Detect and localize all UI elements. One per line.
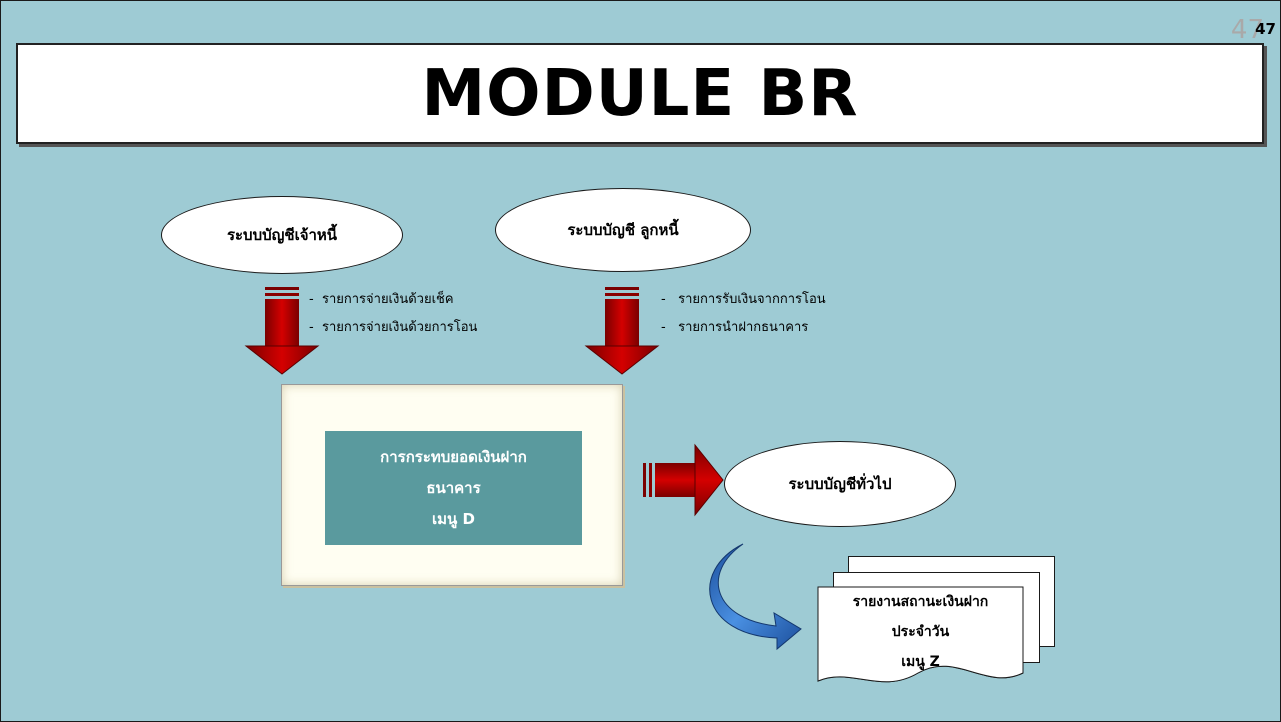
list-item: - รายการจ่ายเงินด้วยการโอน	[309, 320, 478, 335]
process-label-line: การกระทบยอดเงินฝาก	[380, 447, 527, 466]
page-number-shadow: 47	[1230, 15, 1264, 45]
reconciliation-process-box: การกระทบยอดเงินฝาก ธนาคาร เมนู D	[325, 431, 582, 545]
list-item: - รายการจ่ายเงินด้วยเช็ค	[309, 292, 454, 307]
ar-system-node: ระบบบัญชี ลูกหนี้	[495, 188, 751, 272]
ar-system-label: ระบบบัญชี ลูกหนี้	[567, 221, 679, 239]
list-item: - รายการรับเงินจากการโอน	[661, 292, 826, 307]
reconciliation-frame: การกระทบยอดเงินฝาก ธนาคาร เมนู D	[281, 384, 623, 586]
report-label-line: รายงานสถานะเงินฝาก	[852, 594, 989, 610]
ap-transaction-list: - รายการจ่ายเงินด้วยเช็ค - รายการจ่ายเงิ…	[309, 286, 477, 342]
page-number: 47	[1255, 20, 1276, 38]
down-arrow-icon	[244, 287, 320, 375]
ap-system-node: ระบบบัญชีเจ้าหนี้	[161, 196, 403, 274]
down-arrow-icon	[584, 287, 660, 375]
list-item: - รายการนำฝากธนาคาร	[661, 320, 809, 335]
report-menu-label: เมนู Z	[901, 654, 940, 670]
daily-report-label: รายงานสถานะเงินฝาก ประจำวัน เมนู Z	[818, 587, 1023, 677]
process-menu-label: เมนู D	[432, 509, 475, 528]
title-bar: MODULE BR	[16, 43, 1264, 144]
gl-system-node: ระบบบัญชีทั่วไป	[724, 441, 956, 527]
right-arrow-icon	[643, 443, 724, 517]
process-label-line: ธนาคาร	[426, 478, 481, 497]
ar-transaction-list: - รายการรับเงินจากการโอน - รายการนำฝากธน…	[661, 286, 826, 342]
slide-title: MODULE BR	[421, 56, 859, 131]
report-label-line: ประจำวัน	[891, 624, 950, 640]
curved-arrow-icon	[709, 543, 802, 651]
ap-system-label: ระบบบัญชีเจ้าหนี้	[226, 226, 338, 244]
gl-system-label: ระบบบัญชีทั่วไป	[788, 475, 892, 493]
